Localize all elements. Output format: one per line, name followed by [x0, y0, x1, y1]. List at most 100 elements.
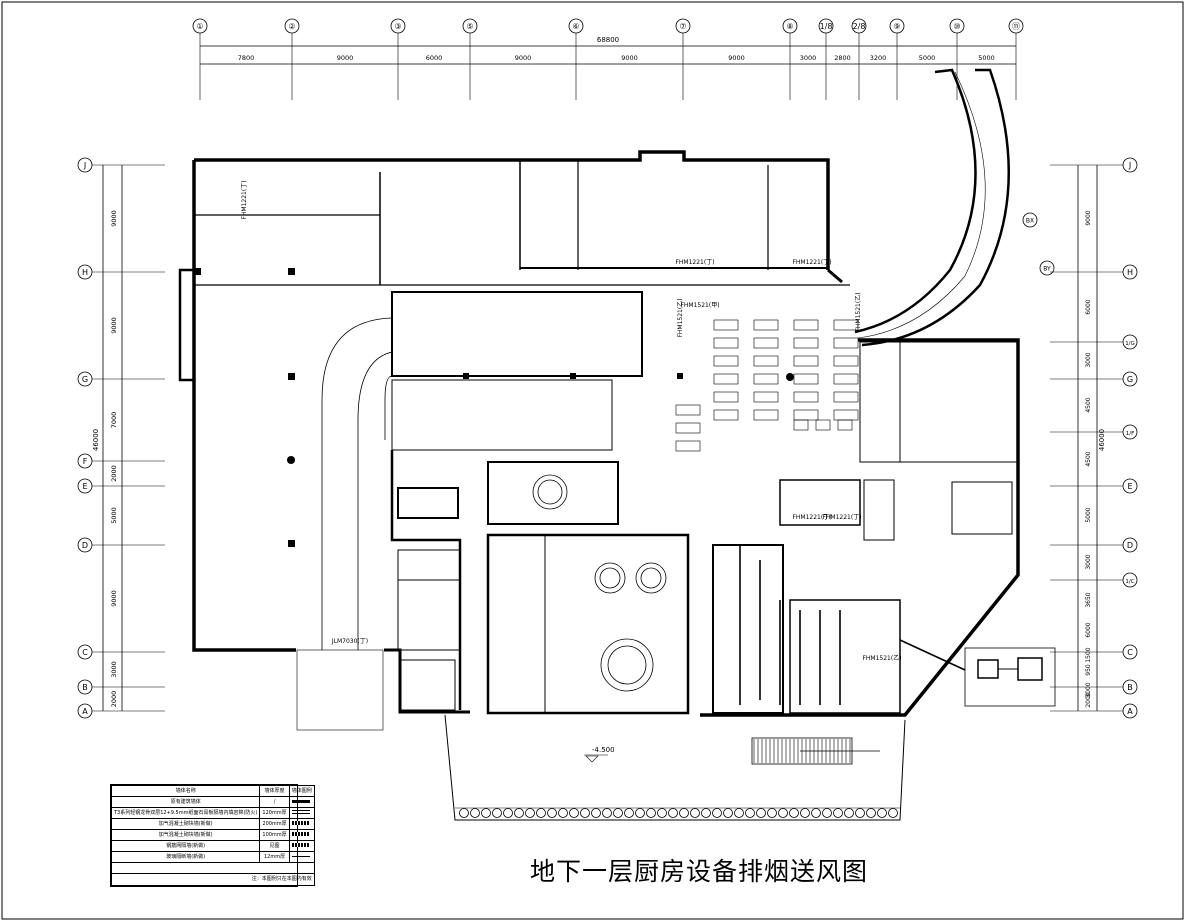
- row-dim: 5000: [110, 507, 118, 524]
- legend-header-thickness: 墙体厚度: [259, 785, 290, 797]
- total-height-dim-right: 46000: [1098, 429, 1106, 451]
- shrub: [569, 808, 579, 818]
- row-dim: 950: [1085, 664, 1092, 676]
- shrub: [723, 808, 733, 818]
- grid-label: ②: [288, 22, 295, 31]
- legend-row-symbol: [288, 796, 315, 808]
- curve-marker-label: BY: [1043, 266, 1051, 273]
- grid-label: C: [82, 648, 88, 657]
- grid-label: ⑤: [466, 22, 473, 31]
- row-dim: 3000: [1085, 682, 1092, 697]
- grid-label: ⑥: [572, 22, 579, 31]
- ramp-arc-right: [854, 68, 1011, 347]
- planter-shrubs: [459, 808, 898, 818]
- dining-table: [833, 355, 859, 367]
- legend-header-name: 墙体名称: [110, 785, 261, 797]
- dining-table: [713, 373, 739, 385]
- dining-table: [837, 419, 853, 431]
- legend-row-symbol: [288, 818, 315, 830]
- dining-table: [753, 319, 779, 331]
- dining-table: [793, 419, 809, 431]
- shrub: [866, 808, 876, 818]
- dining-table: [713, 409, 739, 421]
- legend-empty-row: [111, 862, 315, 874]
- grid-label: 1/G: [1125, 341, 1135, 347]
- shrub: [756, 808, 766, 818]
- column-dim: 6000: [426, 54, 443, 62]
- legend-row-symbol: [288, 851, 315, 863]
- dining-table: [753, 373, 779, 385]
- shrub: [558, 808, 568, 818]
- legend-row-thickness: 120mm厚: [259, 807, 290, 819]
- shrub: [888, 808, 898, 818]
- dining-table: [833, 409, 859, 421]
- fire-door-label: JLM7030(丁): [331, 638, 368, 645]
- legend-row-thickness: /: [259, 796, 290, 808]
- shrub: [877, 808, 887, 818]
- column-dim: 9000: [728, 54, 745, 62]
- structural-columns: [194, 268, 794, 547]
- shrub: [690, 808, 700, 818]
- grid-label: B: [82, 683, 88, 692]
- grid-label: ③: [394, 22, 401, 31]
- row-dim: 6000: [1085, 622, 1092, 637]
- shrub: [668, 808, 678, 818]
- grid-label: H: [1127, 268, 1133, 277]
- dining-table: [833, 337, 859, 349]
- grid-label: 1/F: [1126, 431, 1135, 437]
- column-dim: 2800: [834, 54, 851, 62]
- row-dim: 4500: [1085, 397, 1092, 412]
- shrub: [822, 808, 832, 818]
- row-dim: 2000: [1085, 692, 1092, 707]
- fire-door-label: FHM1521(乙): [855, 292, 862, 331]
- fire-door-label: FHM1521(乙): [862, 655, 901, 662]
- total-height-dim-left: 46000: [92, 429, 100, 451]
- shrub: [580, 808, 590, 818]
- row-dim: 1500: [1085, 647, 1092, 662]
- shrub: [481, 808, 491, 818]
- legend-header-symbol: 墙体图例: [288, 785, 315, 797]
- shrub: [745, 808, 755, 818]
- shrub: [602, 808, 612, 818]
- shrub: [844, 808, 854, 818]
- grid-label: J: [1128, 161, 1131, 170]
- grid-label: ⑦: [679, 22, 686, 31]
- bottom-terrace: [444, 714, 906, 821]
- dining-table: [815, 419, 831, 431]
- exhaust-ducts: [739, 545, 966, 705]
- column-dim: 9000: [621, 54, 638, 62]
- grid-label: E: [82, 482, 87, 491]
- fire-door-label: FHM1521(甲): [680, 302, 719, 309]
- curve-marker: [1039, 260, 1055, 276]
- dining-table: [793, 409, 819, 421]
- shrub: [536, 808, 546, 818]
- building-walls: [178, 150, 1020, 731]
- grid-label: ⑧: [786, 22, 793, 31]
- dining-table: [793, 337, 819, 349]
- legend-note: 注：本图例只在本图内有效: [111, 873, 315, 886]
- shrub: [470, 808, 480, 818]
- grid-label: ①: [196, 22, 203, 31]
- dining-table: [833, 319, 859, 331]
- shrub: [789, 808, 799, 818]
- row-dim: 6000: [1085, 299, 1092, 314]
- legend-row-thickness: 12mm厚: [259, 851, 290, 863]
- row-dim: 9000: [110, 210, 118, 227]
- grid-label: C: [1127, 648, 1133, 657]
- grid-label: B: [1127, 683, 1133, 692]
- shrub: [459, 808, 469, 818]
- column-dim: 7800: [238, 54, 255, 62]
- grid-label: 2/8: [853, 22, 866, 31]
- fire-door-label: FHM1221(丁): [675, 259, 714, 266]
- dining-table: [833, 373, 859, 385]
- grid-label: E: [1127, 482, 1132, 491]
- dining-tables: [675, 319, 859, 452]
- fire-door-label: FHM1521(乙): [677, 298, 684, 337]
- row-dim: 2000: [110, 465, 118, 482]
- dining-table: [675, 440, 701, 452]
- shrub: [800, 808, 810, 818]
- column-dim: 5000: [919, 54, 936, 62]
- column-dim: 9000: [515, 54, 532, 62]
